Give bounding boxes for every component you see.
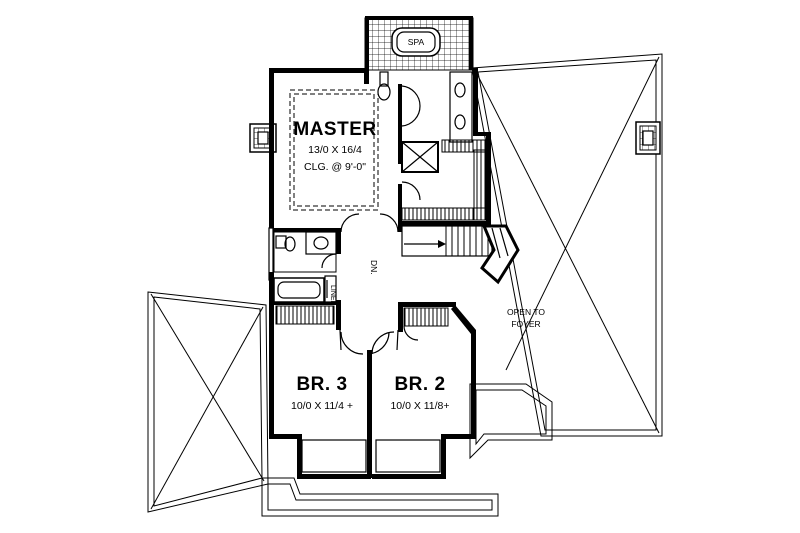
br3-room-name: BR. 3 bbox=[296, 374, 347, 395]
master-ceiling-outline-inner bbox=[293, 93, 375, 207]
master-room-name: MASTER bbox=[293, 119, 376, 140]
br2-closet bbox=[403, 307, 449, 327]
master-bath bbox=[377, 71, 473, 143]
br2-room-name: BR. 2 bbox=[394, 374, 445, 395]
br3-room-dims: 10/0 X 11/4 + bbox=[291, 400, 353, 412]
linen-label: LINEN bbox=[329, 285, 336, 306]
walk-in-closet bbox=[401, 139, 487, 221]
roof-outline-east bbox=[471, 53, 663, 437]
br2-closet-door bbox=[403, 325, 419, 341]
roof-outline-south bbox=[261, 383, 553, 517]
stair-down-label: DN. bbox=[369, 260, 379, 275]
master-room-dims: 13/0 X 16/4 bbox=[308, 144, 362, 156]
br2-bay bbox=[375, 439, 441, 473]
br3-bay bbox=[301, 439, 367, 473]
open-to-foyer-line1: OPEN TO bbox=[507, 307, 545, 317]
exterior-walls bbox=[268, 68, 491, 479]
master-ceiling-height: CLG. @ 9'-0" bbox=[304, 161, 366, 173]
shower bbox=[401, 141, 439, 173]
master-ceiling-outline bbox=[289, 89, 379, 211]
open-to-foyer-line2: FOYER bbox=[511, 319, 540, 329]
stair bbox=[401, 224, 520, 285]
linen-closet bbox=[324, 275, 337, 303]
chimney-east bbox=[635, 121, 661, 155]
hall-bath bbox=[273, 231, 337, 303]
hall-doors bbox=[339, 213, 399, 355]
roof-outline-west bbox=[147, 291, 269, 513]
br2-room-dims: 10/0 X 11/8+ bbox=[390, 400, 449, 412]
br3-closet bbox=[275, 305, 335, 325]
spa-label: SPA bbox=[408, 37, 425, 47]
spa-bay bbox=[364, 16, 474, 71]
